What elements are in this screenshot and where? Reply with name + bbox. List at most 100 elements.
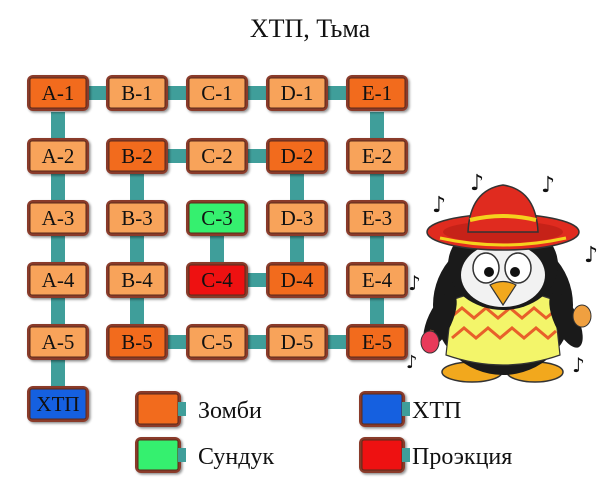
legend-item-chest bbox=[135, 437, 181, 473]
connector bbox=[370, 298, 384, 326]
connector bbox=[324, 335, 350, 349]
legend-connector bbox=[402, 402, 410, 416]
connector bbox=[210, 236, 224, 264]
room-d-4-label: D-4 bbox=[281, 268, 314, 292]
room-b-2: B-2 bbox=[106, 138, 168, 174]
room-a-1-label: A-1 bbox=[42, 81, 75, 105]
connector bbox=[370, 112, 384, 140]
svg-text:♪: ♪ bbox=[584, 243, 598, 268]
room-c-1: C-1 bbox=[186, 75, 248, 111]
room-c-3-label: C-3 bbox=[201, 206, 233, 230]
room-c-4-label: C-4 bbox=[201, 268, 233, 292]
room-a-5-label: A-5 bbox=[42, 330, 75, 354]
room-d-3: D-3 bbox=[266, 200, 328, 236]
connector bbox=[244, 335, 270, 349]
room-c-2: C-2 bbox=[186, 138, 248, 174]
room-a-4-label: A-4 bbox=[42, 268, 75, 292]
room-a-4: A-4 bbox=[27, 262, 89, 298]
room-e-1-label: E-1 bbox=[362, 81, 392, 105]
room-a-3: A-3 bbox=[27, 200, 89, 236]
svg-text:♪: ♪ bbox=[572, 353, 585, 377]
connector bbox=[130, 174, 144, 202]
room-b-4: B-4 bbox=[106, 262, 168, 298]
room-d-4: D-4 bbox=[266, 262, 328, 298]
connector bbox=[130, 236, 144, 264]
connector bbox=[370, 174, 384, 202]
room-d-1: D-1 bbox=[266, 75, 328, 111]
connector bbox=[51, 112, 65, 140]
connector bbox=[130, 298, 144, 326]
connector bbox=[164, 149, 190, 163]
room-b-4-label: B-4 bbox=[121, 268, 153, 292]
connector bbox=[244, 273, 270, 287]
room-e-1: E-1 bbox=[346, 75, 408, 111]
room-b-3: B-3 bbox=[106, 200, 168, 236]
room-htp-label: ХТП bbox=[36, 392, 79, 416]
room-b-5-label: B-5 bbox=[121, 330, 153, 354]
svg-text:♪: ♪ bbox=[432, 193, 446, 218]
room-d-5: D-5 bbox=[266, 324, 328, 360]
room-a-2: A-2 bbox=[27, 138, 89, 174]
connector bbox=[88, 86, 110, 100]
room-e-3: E-3 bbox=[346, 200, 408, 236]
legend-item-htp bbox=[359, 391, 405, 427]
connector bbox=[51, 298, 65, 326]
room-e-5: E-5 bbox=[346, 324, 408, 360]
legend-connector bbox=[402, 448, 410, 462]
room-a-3-label: A-3 bbox=[42, 206, 75, 230]
legend-connector bbox=[178, 402, 186, 416]
room-c-4: C-4 bbox=[186, 262, 248, 298]
legend-item-zombie bbox=[135, 391, 181, 427]
connector bbox=[164, 335, 190, 349]
room-c-5: C-5 bbox=[186, 324, 248, 360]
room-c-2-label: C-2 bbox=[201, 144, 233, 168]
connector bbox=[370, 236, 384, 264]
room-e-4: E-4 bbox=[346, 262, 408, 298]
room-b-2-label: B-2 bbox=[121, 144, 153, 168]
map-title: ХТП, Тьма bbox=[249, 14, 371, 43]
room-b-3-label: B-3 bbox=[121, 206, 153, 230]
room-e-3-label: E-3 bbox=[362, 206, 392, 230]
svg-text:♪: ♪ bbox=[541, 173, 555, 198]
room-e-4-label: E-4 bbox=[362, 268, 393, 292]
room-c-3: C-3 bbox=[186, 200, 248, 236]
legend-item-projection bbox=[359, 437, 405, 473]
connector bbox=[324, 86, 350, 100]
room-b-1: B-1 bbox=[106, 75, 168, 111]
connector bbox=[51, 360, 65, 388]
room-e-2: E-2 bbox=[346, 138, 408, 174]
room-b-1-label: B-1 bbox=[121, 81, 153, 105]
legend-label-htp: ХТП bbox=[412, 398, 461, 424]
svg-text:♪: ♪ bbox=[406, 352, 418, 373]
connector bbox=[290, 236, 304, 264]
svg-text:♪: ♪ bbox=[470, 171, 484, 196]
room-connectors bbox=[51, 86, 384, 388]
room-a-2-label: A-2 bbox=[42, 144, 75, 168]
room-e-2-label: E-2 bbox=[362, 144, 392, 168]
room-d-2-label: D-2 bbox=[281, 144, 314, 168]
room-c-1-label: C-1 bbox=[201, 81, 233, 105]
room-a-1: A-1 bbox=[27, 75, 89, 111]
svg-text:♪: ♪ bbox=[408, 271, 421, 295]
room-e-5-label: E-5 bbox=[362, 330, 392, 354]
connector bbox=[51, 174, 65, 202]
connector bbox=[244, 86, 270, 100]
room-d-1-label: D-1 bbox=[281, 81, 314, 105]
legend-connector bbox=[178, 448, 186, 462]
legend-label-chest: Сундук bbox=[198, 444, 274, 470]
room-d-3-label: D-3 bbox=[281, 206, 314, 230]
connector bbox=[290, 174, 304, 202]
connector bbox=[51, 236, 65, 264]
connector bbox=[164, 86, 190, 100]
room-d-2: D-2 bbox=[266, 138, 328, 174]
room-c-5-label: C-5 bbox=[201, 330, 233, 354]
legend-label-zombie: Зомби bbox=[198, 398, 262, 424]
room-d-5-label: D-5 bbox=[281, 330, 314, 354]
room-b-5: B-5 bbox=[106, 324, 168, 360]
penguin-sombrero-maracas-icon: ♪ ♪ ♪ ♪ ♪ ♪ ♪ ♪ bbox=[406, 171, 598, 383]
room-a-5: A-5 bbox=[27, 324, 89, 360]
connector bbox=[244, 149, 270, 163]
